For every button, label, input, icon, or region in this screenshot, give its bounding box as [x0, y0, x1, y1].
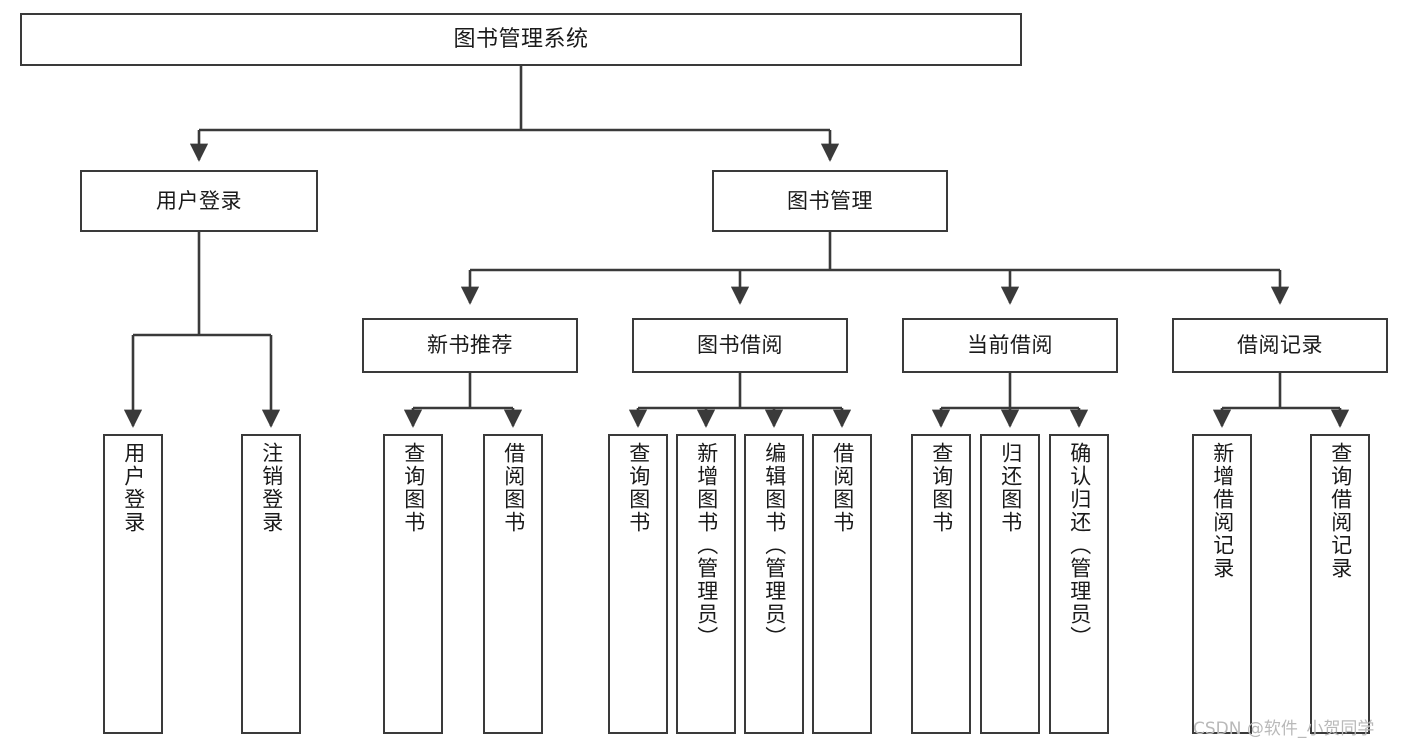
node-label: 归还图书 [998, 442, 1023, 534]
node-label: 确认归还（管理员） [1067, 442, 1092, 649]
node-label: 借阅记录 [1237, 333, 1323, 358]
node-user-login[interactable]: 用户登录 [80, 170, 318, 232]
leaf-borrow-book[interactable]: 借阅图书 [812, 434, 872, 734]
node-borrow-record[interactable]: 借阅记录 [1172, 318, 1388, 373]
leaf-user-login[interactable]: 用户登录 [103, 434, 163, 734]
node-label: 注销登录 [259, 442, 284, 534]
leaf-query-book-borrow[interactable]: 查询图书 [608, 434, 668, 734]
node-current-borrow[interactable]: 当前借阅 [902, 318, 1118, 373]
node-label: 新书推荐 [427, 333, 513, 358]
node-label: 用户登录 [156, 188, 242, 213]
node-label: 查询图书 [626, 442, 651, 534]
leaf-query-borrow-record[interactable]: 查询借阅记录 [1310, 434, 1370, 734]
node-label: 查询图书 [401, 442, 426, 534]
leaf-edit-book-admin[interactable]: 编辑图书（管理员） [744, 434, 804, 734]
leaf-query-book-recommend[interactable]: 查询图书 [383, 434, 443, 734]
leaf-confirm-return-admin[interactable]: 确认归还（管理员） [1049, 434, 1109, 734]
leaf-borrow-book-recommend[interactable]: 借阅图书 [483, 434, 543, 734]
csdn-watermark: CSDN @软件_小贺同学 [1193, 719, 1375, 739]
node-book-management[interactable]: 图书管理 [712, 170, 948, 232]
node-new-book-recommend[interactable]: 新书推荐 [362, 318, 578, 373]
leaf-return-book[interactable]: 归还图书 [980, 434, 1040, 734]
node-label: 借阅图书 [830, 442, 855, 534]
node-label: 用户登录 [121, 442, 146, 534]
leaf-add-book-admin[interactable]: 新增图书（管理员） [676, 434, 736, 734]
leaf-logout[interactable]: 注销登录 [241, 434, 301, 734]
node-label: 新增图书（管理员） [694, 442, 719, 649]
leaf-add-borrow-record[interactable]: 新增借阅记录 [1192, 434, 1252, 734]
node-label: 查询图书 [929, 442, 954, 534]
node-label: 图书管理 [787, 188, 873, 213]
node-label: 借阅图书 [501, 442, 526, 534]
leaf-query-book-current[interactable]: 查询图书 [911, 434, 971, 734]
node-label: 当前借阅 [967, 333, 1053, 358]
node-label: 新增借阅记录 [1210, 442, 1235, 580]
node-root-book-management-system[interactable]: 图书管理系统 [20, 13, 1022, 66]
node-label: 图书借阅 [697, 333, 783, 358]
node-label: 编辑图书（管理员） [762, 442, 787, 649]
node-label: 查询借阅记录 [1328, 442, 1353, 580]
node-book-borrow[interactable]: 图书借阅 [632, 318, 848, 373]
node-label: 图书管理系统 [453, 26, 589, 52]
